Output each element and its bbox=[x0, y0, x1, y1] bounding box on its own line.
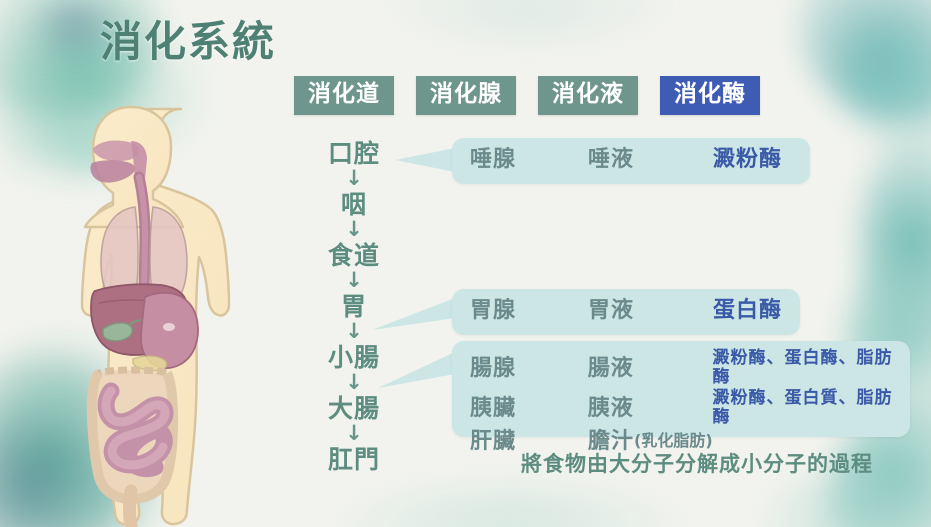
down-arrow-icon: ↓ bbox=[345, 421, 363, 445]
down-arrow-icon: ↓ bbox=[345, 370, 363, 394]
gland-label: 肝臟 bbox=[470, 428, 517, 454]
info-panel-small-intestine: 腸腺 腸液 澱粉酶、蛋白酶、脂肪酶 胰臟 胰液 澱粉酶、蛋白質、脂肪酶 肝臟 膽… bbox=[452, 341, 910, 454]
fluid-label: 胰液 bbox=[587, 395, 634, 421]
digestive-system-illustration bbox=[80, 105, 231, 527]
panel-row: 腸腺 腸液 澱粉酶、蛋白酶、脂肪酶 bbox=[470, 348, 910, 388]
enzyme-label: 澱粉酶 bbox=[713, 147, 783, 172]
category-button-group: 消化道 消化腺 消化液 消化酶 bbox=[294, 76, 760, 115]
pancreas bbox=[132, 355, 168, 372]
category-button-digestive-tract[interactable]: 消化道 bbox=[294, 76, 394, 115]
panel-row: 唾腺 唾液 澱粉酶 bbox=[452, 138, 810, 172]
flow-node-esophagus: 食道 bbox=[327, 241, 380, 270]
fluid-label: 膽汁 bbox=[588, 428, 635, 454]
flow-node-anus: 肛門 bbox=[327, 445, 380, 474]
flow-node-mouth: 口腔 bbox=[327, 139, 380, 168]
panel-row: 胰臟 胰液 澱粉酶、蛋白質、脂肪酶 bbox=[470, 387, 910, 428]
summary-caption: 將食物由大分子分解成小分子的過程 bbox=[521, 452, 873, 476]
flow-node-large-intestine: 大腸 bbox=[327, 394, 380, 423]
digestive-tract-flow: 口腔 ↓ 咽 ↓ 食道 ↓ 胃 ↓ 小腸 ↓ 大腸 ↓ 肛門 bbox=[305, 140, 403, 473]
info-panel-stomach: 胃腺 胃液 蛋白酶 bbox=[452, 289, 800, 335]
down-arrow-icon: ↓ bbox=[345, 319, 363, 343]
enzyme-label: 蛋白酶 bbox=[713, 298, 783, 323]
flow-node-stomach: 胃 bbox=[340, 292, 367, 321]
gland-label: 胰臟 bbox=[470, 395, 517, 421]
fluid-label: 胃液 bbox=[588, 298, 635, 323]
rectum bbox=[123, 484, 138, 527]
info-panel-mouth: 唾腺 唾液 澱粉酶 bbox=[452, 138, 810, 184]
gland-label: 胃腺 bbox=[470, 298, 517, 323]
fluid-note: (乳化脂肪) bbox=[634, 430, 713, 450]
watercolor-splash-top bbox=[380, 0, 680, 40]
down-arrow-icon: ↓ bbox=[345, 217, 363, 241]
enzyme-label: 澱粉酶、蛋白酶、脂肪酶 bbox=[712, 348, 893, 388]
enzyme-label: 澱粉酶、蛋白質、脂肪酶 bbox=[712, 387, 893, 428]
category-button-digestive-juice[interactable]: 消化液 bbox=[538, 76, 638, 115]
connector-mouth bbox=[395, 148, 455, 172]
nasal-oral-cavity bbox=[90, 140, 147, 183]
flow-node-pharynx: 咽 bbox=[340, 190, 367, 219]
flow-node-small-intestine: 小腸 bbox=[327, 343, 380, 372]
panel-row: 胃腺 胃液 蛋白酶 bbox=[452, 289, 800, 323]
lungs bbox=[100, 206, 188, 305]
watercolor-splash-top-right-2 bbox=[845, 0, 931, 160]
fluid-label: 唾液 bbox=[588, 147, 635, 172]
small-intestine bbox=[97, 382, 174, 478]
gland-label: 腸腺 bbox=[470, 355, 517, 381]
down-arrow-icon: ↓ bbox=[345, 268, 363, 292]
esophagus bbox=[133, 171, 151, 303]
category-button-digestive-gland[interactable]: 消化腺 bbox=[416, 76, 516, 115]
stomach bbox=[140, 292, 199, 369]
category-button-digestive-enzyme[interactable]: 消化酶 bbox=[660, 76, 760, 115]
panel-row: 肝臟 膽汁 (乳化脂肪) bbox=[470, 429, 910, 454]
watercolor-splash-bottom bbox=[330, 485, 690, 527]
page-title: 消化系統 bbox=[100, 17, 277, 66]
watercolor-splash-right bbox=[860, 115, 931, 365]
fluid-label: 腸液 bbox=[587, 355, 634, 381]
watercolor-splash-bottom-right-2 bbox=[760, 470, 931, 527]
gland-label: 唾腺 bbox=[470, 147, 517, 172]
watercolor-splash-top-right bbox=[800, 0, 931, 120]
down-arrow-icon: ↓ bbox=[345, 166, 363, 190]
